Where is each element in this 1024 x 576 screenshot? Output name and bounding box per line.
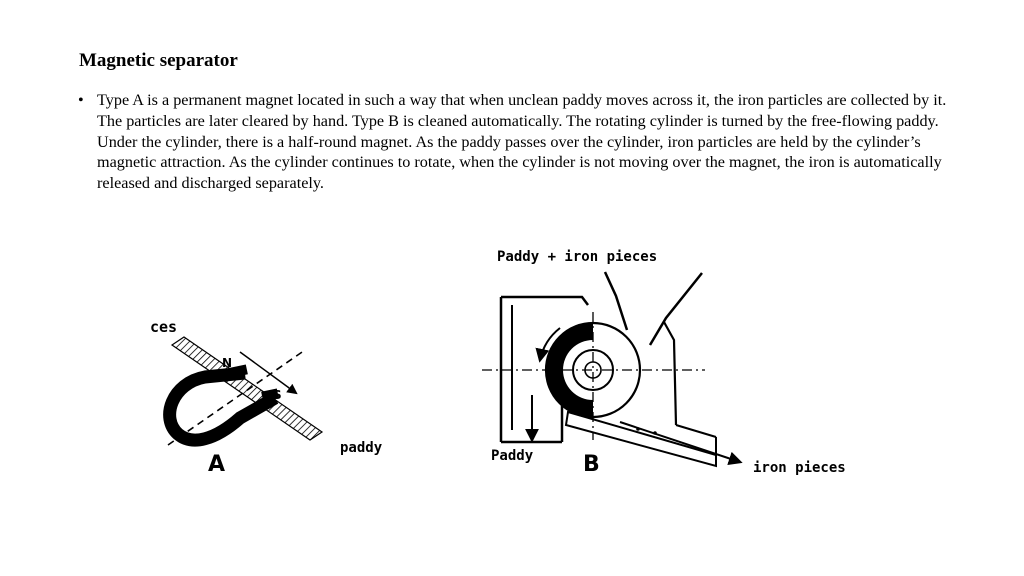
slide-title: Magnetic separator <box>79 50 238 71</box>
figure-b-paddy-label: Paddy <box>491 448 534 464</box>
magnet-pole-s <box>261 388 279 402</box>
cylinder-hub <box>572 349 614 391</box>
housing-top <box>501 295 589 306</box>
figure-b: Paddy + iron pieces Paddy B <box>482 249 846 477</box>
bullet-text: Type A is a permanent magnet located in … <box>97 91 947 193</box>
hopper-wall-right <box>648 272 703 346</box>
hopper-wall-left <box>603 271 629 331</box>
bullet-marker: • <box>78 91 84 109</box>
figure-a-paddy-label: paddy <box>340 440 383 456</box>
figure-a-top-label: ces <box>150 318 177 336</box>
iron-particle <box>636 427 640 431</box>
iron-arrow <box>619 421 743 466</box>
u-magnet <box>163 366 279 447</box>
figure-a: ces N S paddy A <box>150 318 383 477</box>
figure-b-top-label: Paddy + iron pieces <box>497 249 657 265</box>
magnet-pole-n <box>230 364 248 378</box>
figure-a-letter: A <box>208 452 225 477</box>
figure-b-letter: B <box>583 452 600 477</box>
chute-hatching <box>170 336 324 441</box>
rotation-arrow <box>535 327 561 363</box>
pole-n-label: N <box>222 356 232 370</box>
iron-particle <box>653 431 657 435</box>
bullet-list: • Type A is a permanent magnet located i… <box>78 90 958 194</box>
pole-s-label: S <box>273 388 282 402</box>
housing-right <box>663 321 678 426</box>
magnet-axis-line <box>167 349 306 446</box>
bullet-item: • Type A is a permanent magnet located i… <box>78 90 958 194</box>
figure-b-iron-label: iron pieces <box>753 460 846 476</box>
flow-arrow <box>239 351 298 395</box>
half-round-magnet <box>546 323 593 417</box>
